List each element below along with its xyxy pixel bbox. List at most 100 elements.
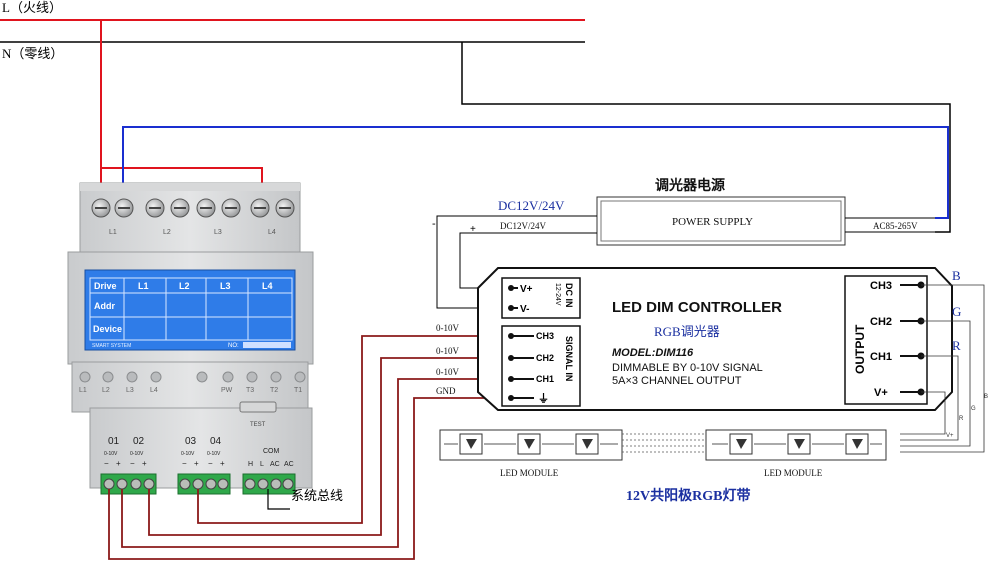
com-pin-ac2: AC bbox=[284, 461, 294, 468]
col-header-l2: L2 bbox=[179, 281, 190, 291]
lcd-panel bbox=[84, 269, 296, 351]
com-label: COM bbox=[263, 448, 280, 455]
top-terminal-screws bbox=[91, 198, 295, 218]
no-label: NO: bbox=[228, 343, 239, 349]
power-supply-box-label: POWER SUPPLY bbox=[672, 216, 753, 228]
group-label-03: 03 bbox=[185, 436, 197, 447]
strip-tail-r: R bbox=[959, 416, 964, 422]
signal-wire-label-3: 0-10V bbox=[436, 367, 459, 377]
signal-wire-label-4: GND bbox=[436, 386, 456, 396]
signal-pin-ch2: CH2 bbox=[536, 353, 554, 363]
polarity-plus-4: + bbox=[220, 459, 225, 468]
dcin-sub-label: 12-24V bbox=[554, 283, 561, 306]
polarity-plus-2: + bbox=[142, 459, 147, 468]
output-pin-ch2: CH2 bbox=[870, 316, 892, 328]
green-terminal-blocks bbox=[100, 473, 296, 495]
signal-in-label: SIGNAL IN bbox=[564, 336, 574, 381]
dc-label-small: DC12V/24V bbox=[500, 221, 547, 231]
live-line-label: L（火线） bbox=[2, 0, 62, 15]
output-label: OUTPUT bbox=[853, 324, 867, 374]
signal-wire-label-2: 0-10V bbox=[436, 346, 459, 356]
rgb-label-b: B bbox=[952, 268, 961, 283]
switched-live-wire bbox=[122, 126, 949, 219]
top-terminal-labels: L1 L2 L3 L4 bbox=[109, 229, 276, 236]
com-pin-h: H bbox=[248, 461, 253, 468]
indicator-l1: L1 bbox=[79, 387, 87, 394]
indicator-t1: T1 bbox=[294, 387, 302, 394]
rgb-label-g: G bbox=[952, 304, 961, 319]
controller-subtitle: RGB调光器 bbox=[654, 324, 720, 339]
group-label-02: 02 bbox=[133, 436, 145, 447]
indicator-t2: T2 bbox=[270, 387, 278, 394]
dc-label-big: DC12V/24V bbox=[498, 198, 565, 213]
ch-small-2: 0-10V bbox=[130, 451, 144, 457]
signal-pin-ground: ⏚ bbox=[538, 392, 549, 405]
rgb-output-wires bbox=[900, 284, 985, 453]
indicator-pw: PW bbox=[221, 387, 233, 394]
indicator-t3: T3 bbox=[246, 387, 254, 394]
neutral-wire bbox=[461, 42, 951, 233]
terminal-label-l1: L1 bbox=[109, 229, 117, 236]
dcin-label: DC IN bbox=[564, 283, 574, 308]
row-header-addr: Addr bbox=[94, 301, 115, 311]
power-supply-title: 调光器电源 bbox=[655, 177, 725, 194]
output-pin-ch1: CH1 bbox=[870, 351, 892, 363]
signal-pin-ch1: CH1 bbox=[536, 374, 554, 384]
row-header-drive: Drive bbox=[94, 281, 117, 291]
ac-label: AC85-265V bbox=[873, 221, 918, 231]
indicator-l4: L4 bbox=[150, 387, 158, 394]
live-wiring bbox=[100, 20, 263, 188]
group-label-04: 04 bbox=[210, 436, 222, 447]
strip-tail-g: G bbox=[971, 406, 976, 412]
led-strip-caption: 12V共阳极RGB灯带 bbox=[626, 487, 750, 504]
signal-wire-label-1: 0-10V bbox=[436, 323, 459, 333]
com-pin-ac1: AC bbox=[270, 461, 280, 468]
terminal-label-l2: L2 bbox=[163, 229, 171, 236]
ch-small-3: 0-10V bbox=[181, 451, 195, 457]
polarity-plus-1: + bbox=[116, 459, 121, 468]
dcin-pin-vminus: V- bbox=[520, 304, 529, 315]
ch-small-1: 0-10V bbox=[104, 451, 118, 457]
col-header-l3: L3 bbox=[220, 281, 231, 291]
neutral-line-label: N（零线） bbox=[2, 46, 63, 61]
led-module-label-1: LED MODULE bbox=[500, 468, 559, 478]
output-pin-ch3: CH3 bbox=[870, 280, 892, 292]
led-strip: LED MODULE LED MODULE 12V共阳极RGB灯带 bbox=[439, 429, 887, 504]
signal-pin-ch3: CH3 bbox=[536, 331, 554, 341]
controller-line1: DIMMABLE BY 0-10V SIGNAL bbox=[612, 362, 763, 374]
indicator-l3: L3 bbox=[126, 387, 134, 394]
power-supply: 调光器电源 POWER SUPPLY DC12V/24V DC12V/24V A… bbox=[432, 177, 935, 309]
terminal-label-l4: L4 bbox=[268, 229, 276, 236]
terminal-label-l3: L3 bbox=[214, 229, 222, 236]
row-header-device: Device bbox=[93, 324, 122, 334]
dc-minus: - bbox=[432, 218, 436, 230]
brand-label: SMART SYSTEM bbox=[92, 343, 131, 349]
strip-tail-b: B bbox=[984, 394, 988, 400]
system-bus-label: 系统总线 bbox=[291, 488, 343, 503]
polarity-minus-1: − bbox=[104, 459, 109, 468]
led-module-label-2: LED MODULE bbox=[764, 468, 823, 478]
test-label: TEST bbox=[250, 422, 266, 428]
polarity-minus-3: − bbox=[182, 459, 187, 468]
indicator-leds bbox=[79, 371, 306, 383]
polarity-minus-2: − bbox=[130, 459, 135, 468]
group-label-01: 01 bbox=[108, 436, 120, 447]
dc-plus: + bbox=[470, 224, 476, 235]
ch-small-4: 0-10V bbox=[207, 451, 221, 457]
controller-model: MODEL:DIM116 bbox=[612, 347, 694, 359]
dcin-pin-vplus: V+ bbox=[520, 284, 533, 295]
test-button[interactable] bbox=[239, 401, 277, 413]
mains-lines: L（火线） N（零线） bbox=[0, 0, 585, 61]
polarity-minus-4: − bbox=[208, 459, 213, 468]
output-pin-vplus: V+ bbox=[874, 387, 888, 399]
indicator-l2: L2 bbox=[102, 387, 110, 394]
dimming-module: L1 L2 L3 L4 Drive Addr Device L1 L2 L3 L… bbox=[67, 182, 314, 495]
com-pin-l: L bbox=[260, 461, 264, 468]
signal-wires bbox=[108, 335, 505, 560]
polarity-plus-3: + bbox=[194, 459, 199, 468]
controller-line2: 5A×3 CHANNEL OUTPUT bbox=[612, 375, 742, 387]
rgb-label-r: R bbox=[952, 338, 961, 353]
system-bus-wire bbox=[267, 489, 290, 510]
col-header-l1: L1 bbox=[138, 281, 149, 291]
